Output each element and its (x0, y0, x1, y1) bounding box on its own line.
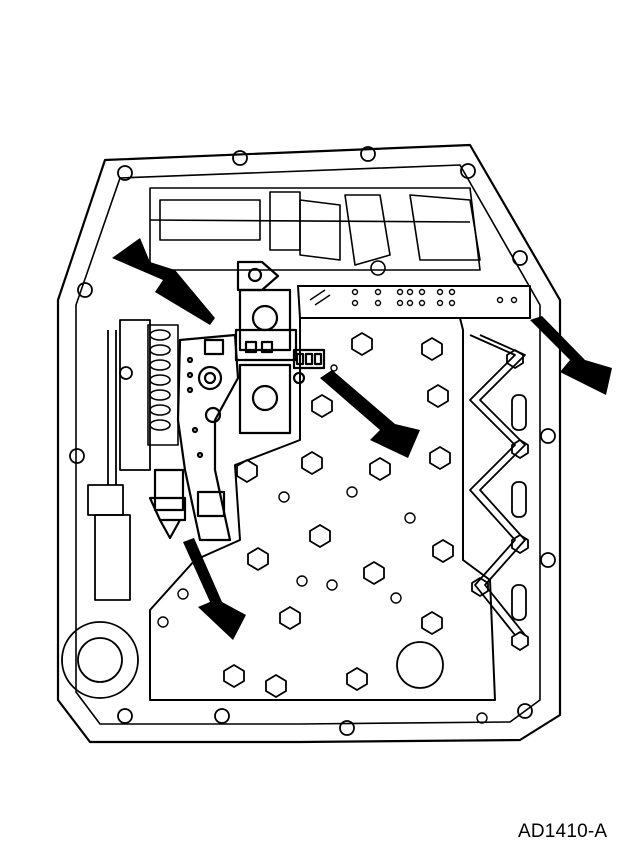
manual-linkage (61, 319, 151, 699)
case-outline (56, 143, 562, 744)
upper-housing (149, 187, 481, 276)
valve-body-plate (149, 317, 496, 701)
transfer-plate-holes (309, 288, 518, 307)
right-side-passages (469, 334, 529, 651)
callout-arrow-3 (530, 316, 612, 395)
coil-springs (147, 324, 179, 446)
callout-arrow-4 (183, 538, 246, 640)
transfer-plate (297, 285, 531, 319)
case-inner-outline (75, 164, 541, 725)
case-bolt-holes (69, 146, 556, 736)
solenoid-body (234, 260, 326, 435)
valve-body-bolts (223, 332, 454, 698)
callout-arrow-1 (112, 238, 215, 325)
harness-bracket (148, 333, 240, 542)
callout-arrows (112, 238, 612, 640)
figure-reference-code: AD1410-A (518, 821, 608, 842)
callout-arrow-2 (320, 370, 420, 458)
check-ball-holes (157, 364, 488, 724)
